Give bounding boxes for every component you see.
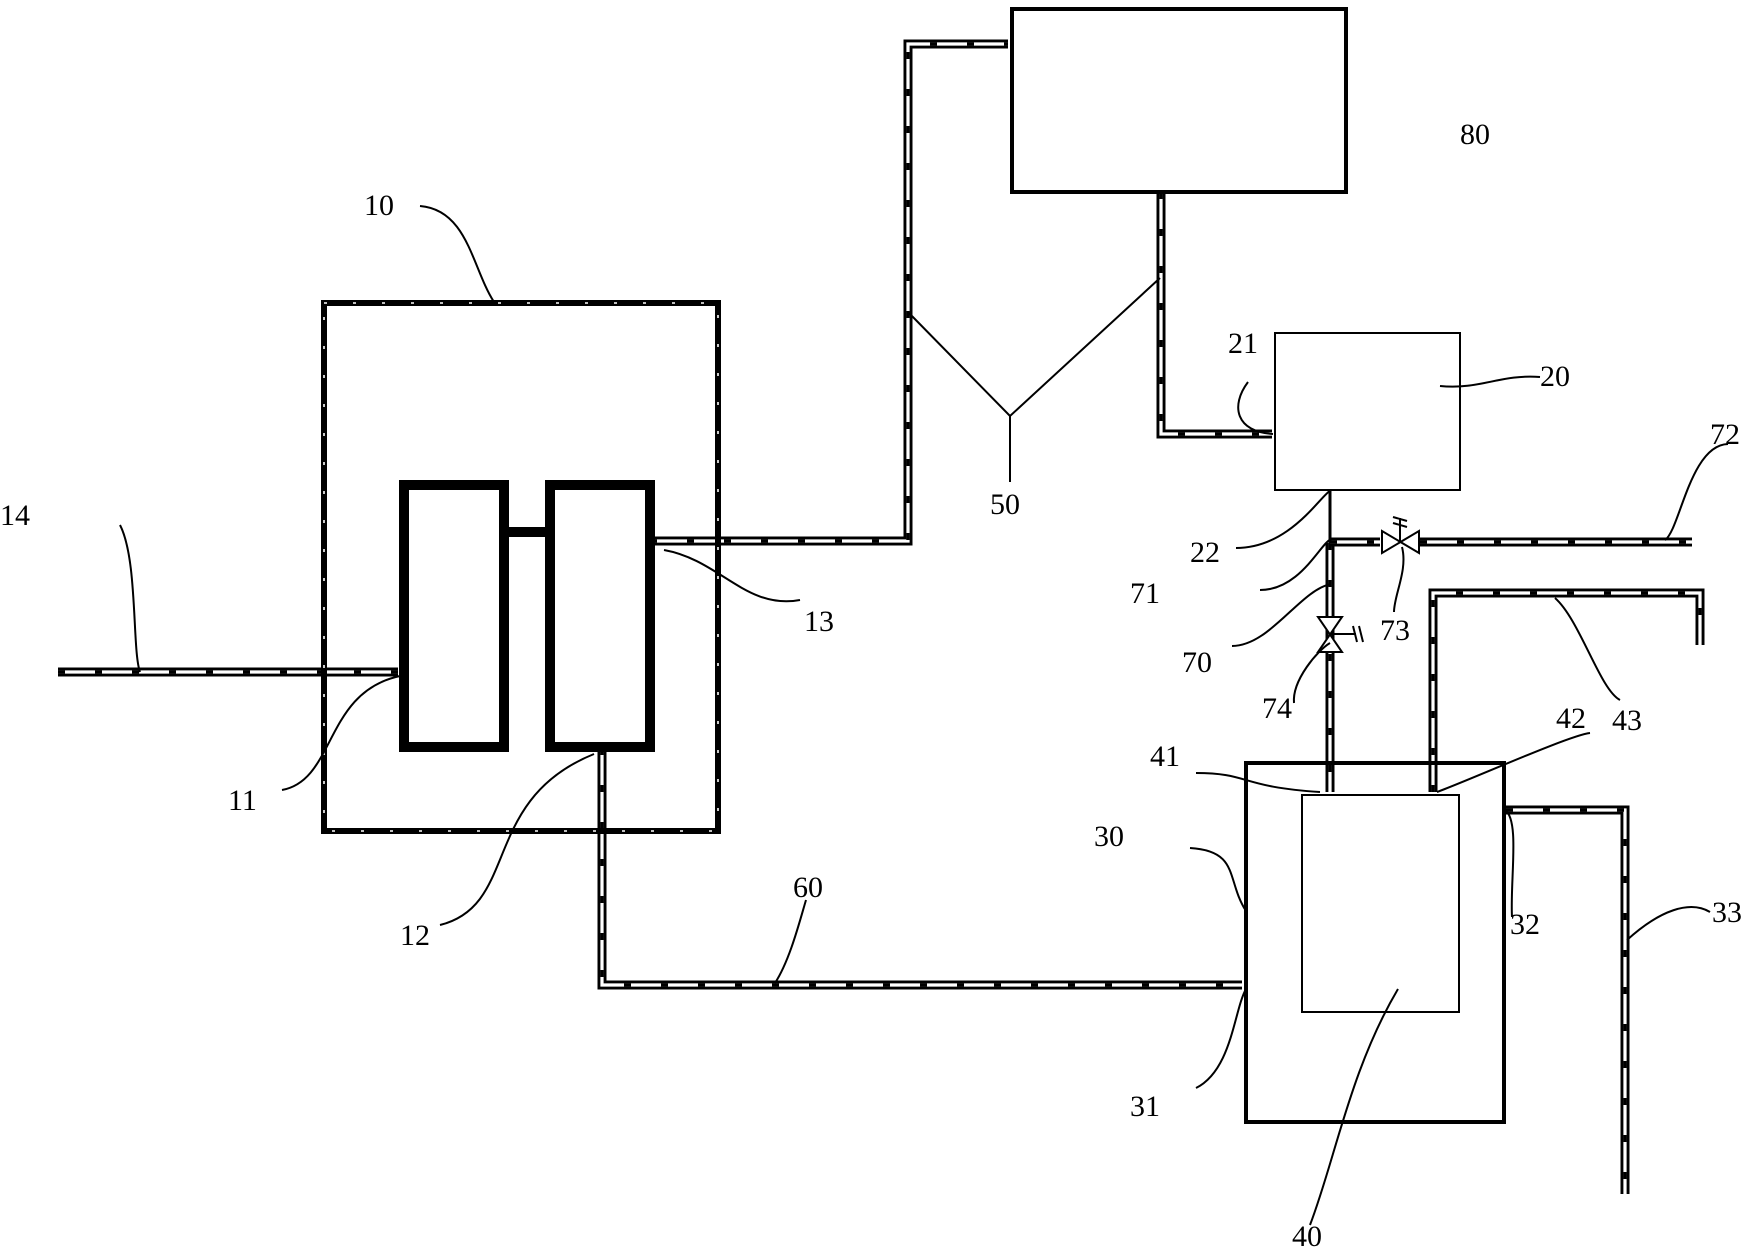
label-21: 21 <box>1228 327 1258 360</box>
label-72: 72 <box>1710 418 1740 451</box>
pipe-33 <box>1506 805 1630 1194</box>
label-60: 60 <box>793 871 823 904</box>
unit-10-enclosure <box>321 300 721 834</box>
tank-80 <box>1010 7 1348 194</box>
label-74: 74 <box>1262 692 1292 725</box>
label-42: 42 <box>1556 702 1586 735</box>
label-73: 73 <box>1380 614 1410 647</box>
pipe-80-to-20 <box>1156 192 1272 439</box>
label-50: 50 <box>990 488 1020 521</box>
unit-12 <box>545 480 655 752</box>
label-41: 41 <box>1150 740 1180 773</box>
label-71: 71 <box>1130 577 1160 610</box>
label-20: 20 <box>1540 360 1570 393</box>
label-32: 32 <box>1510 908 1540 941</box>
label-14: 14 <box>0 499 30 532</box>
pipe-13 <box>650 39 1008 546</box>
tank-20 <box>1274 332 1461 491</box>
label-30: 30 <box>1094 820 1124 853</box>
reference-numerals: 10 14 11 12 13 50 80 21 20 22 71 70 74 7… <box>0 118 1742 1251</box>
label-11: 11 <box>228 784 257 817</box>
label-80: 80 <box>1460 118 1490 151</box>
valve-74 <box>1316 616 1364 653</box>
label-22: 22 <box>1190 536 1220 569</box>
label-70: 70 <box>1182 646 1212 679</box>
label-12: 12 <box>400 919 430 952</box>
connector-11-12 <box>504 527 550 537</box>
label-13: 13 <box>804 605 834 638</box>
pipe-60 <box>597 748 1242 990</box>
unit-11 <box>399 480 509 752</box>
label-33: 33 <box>1712 896 1742 929</box>
vessel-30 <box>1244 761 1506 1124</box>
pipe-43 <box>1428 588 1705 792</box>
label-40: 40 <box>1292 1220 1322 1251</box>
label-10: 10 <box>364 189 394 222</box>
leader-lines <box>119 205 1729 1226</box>
label-31: 31 <box>1130 1090 1160 1123</box>
valve-73 <box>1381 516 1420 555</box>
vessel-40 <box>1301 794 1460 1013</box>
label-43: 43 <box>1612 704 1642 737</box>
